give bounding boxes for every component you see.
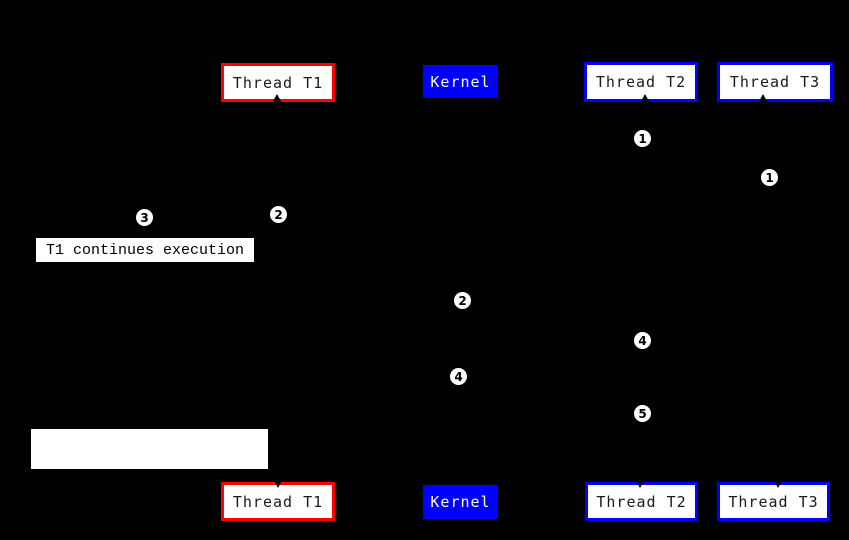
thread-t3-box-top: Thread T3 [717,62,833,102]
lifeline-notch-t2-top [640,94,650,103]
lifeline-notch-t2-bottom [635,479,645,488]
lifeline-notch-t1-top [272,94,282,103]
lifeline-notch-t1-bottom [273,479,283,488]
step-badge-2b: 2 [453,291,472,310]
step-badge-4: 4 [633,331,652,350]
thread-t1-box-bottom: Thread T1 [221,482,335,521]
step-badge-1: 1 [633,129,652,148]
step-badge-5: 5 [633,404,652,423]
kernel-box-bottom: Kernel [423,485,498,519]
step-badge-1b: 1 [760,168,779,187]
kernel-box-top: Kernel [423,65,498,98]
step-badge-3: 3 [135,208,154,227]
step-badge-4b: 4 [449,367,468,386]
blank-annotation-box [31,429,268,469]
t1-continues-execution-label: T1 continues execution [35,237,255,263]
step-badge-2: 2 [269,205,288,224]
thread-t3-box-bottom: Thread T3 [717,482,830,521]
lifeline-notch-t3-top [758,94,768,103]
lifeline-notch-t3-bottom [773,479,783,488]
